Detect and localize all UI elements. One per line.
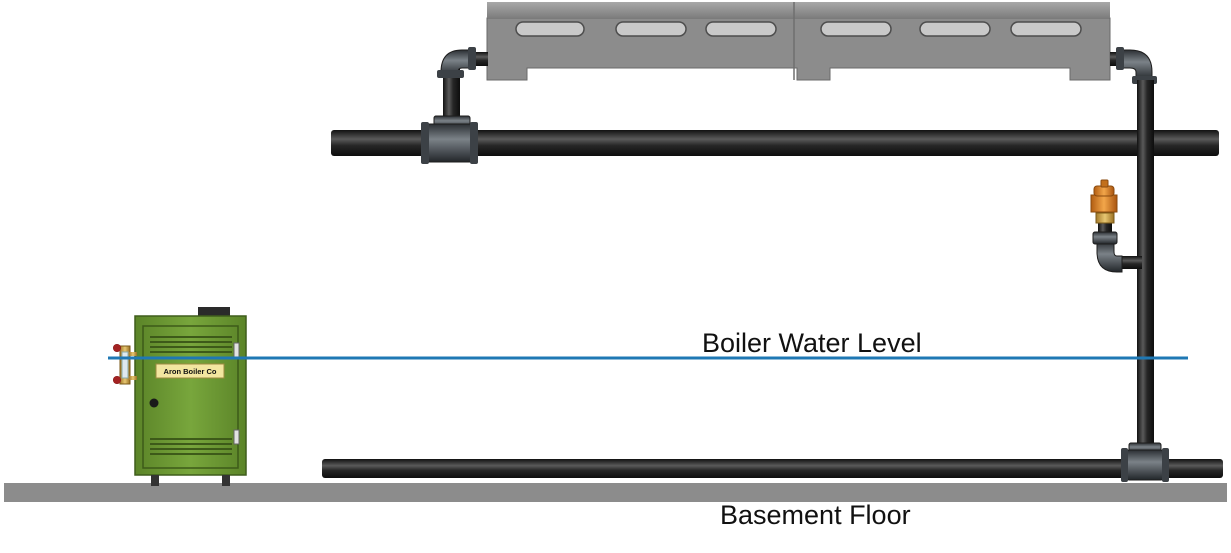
radiator: [486, 2, 1111, 81]
boiler-water-level-label: Boiler Water Level: [702, 328, 922, 358]
radiator-sections: [515, 21, 1082, 37]
boiler: Aron Boiler Co: [134, 307, 247, 486]
basement-floor: [4, 483, 1227, 502]
boiler-foot-left: [151, 475, 159, 486]
boiler-louvers-top: [150, 336, 232, 353]
boiler-flue-collar: [198, 307, 230, 317]
basement-floor-label: Basement Floor: [720, 500, 911, 530]
return-riser-pipe: [1137, 80, 1154, 460]
air-vent-branch: [1092, 222, 1142, 273]
water-gauge-glass: [113, 344, 137, 385]
radiator-return-drop: [1110, 47, 1157, 84]
boiler-nameplate: [155, 363, 225, 379]
air-vent-valve: [1090, 179, 1118, 224]
return-main-pipe: [322, 459, 1223, 478]
steam-main-pipe: [331, 130, 1219, 156]
boiler-nameplate-text: Aron Boiler Co: [164, 367, 217, 376]
boiler-foot-right: [222, 475, 230, 486]
tee-fitting-lower: [1121, 442, 1169, 482]
boiler-louvers-bottom: [150, 438, 232, 455]
tee-fitting-upper: [421, 115, 478, 164]
boiler-door-knob: [149, 398, 159, 408]
radiator-supply-riser: [437, 47, 488, 136]
